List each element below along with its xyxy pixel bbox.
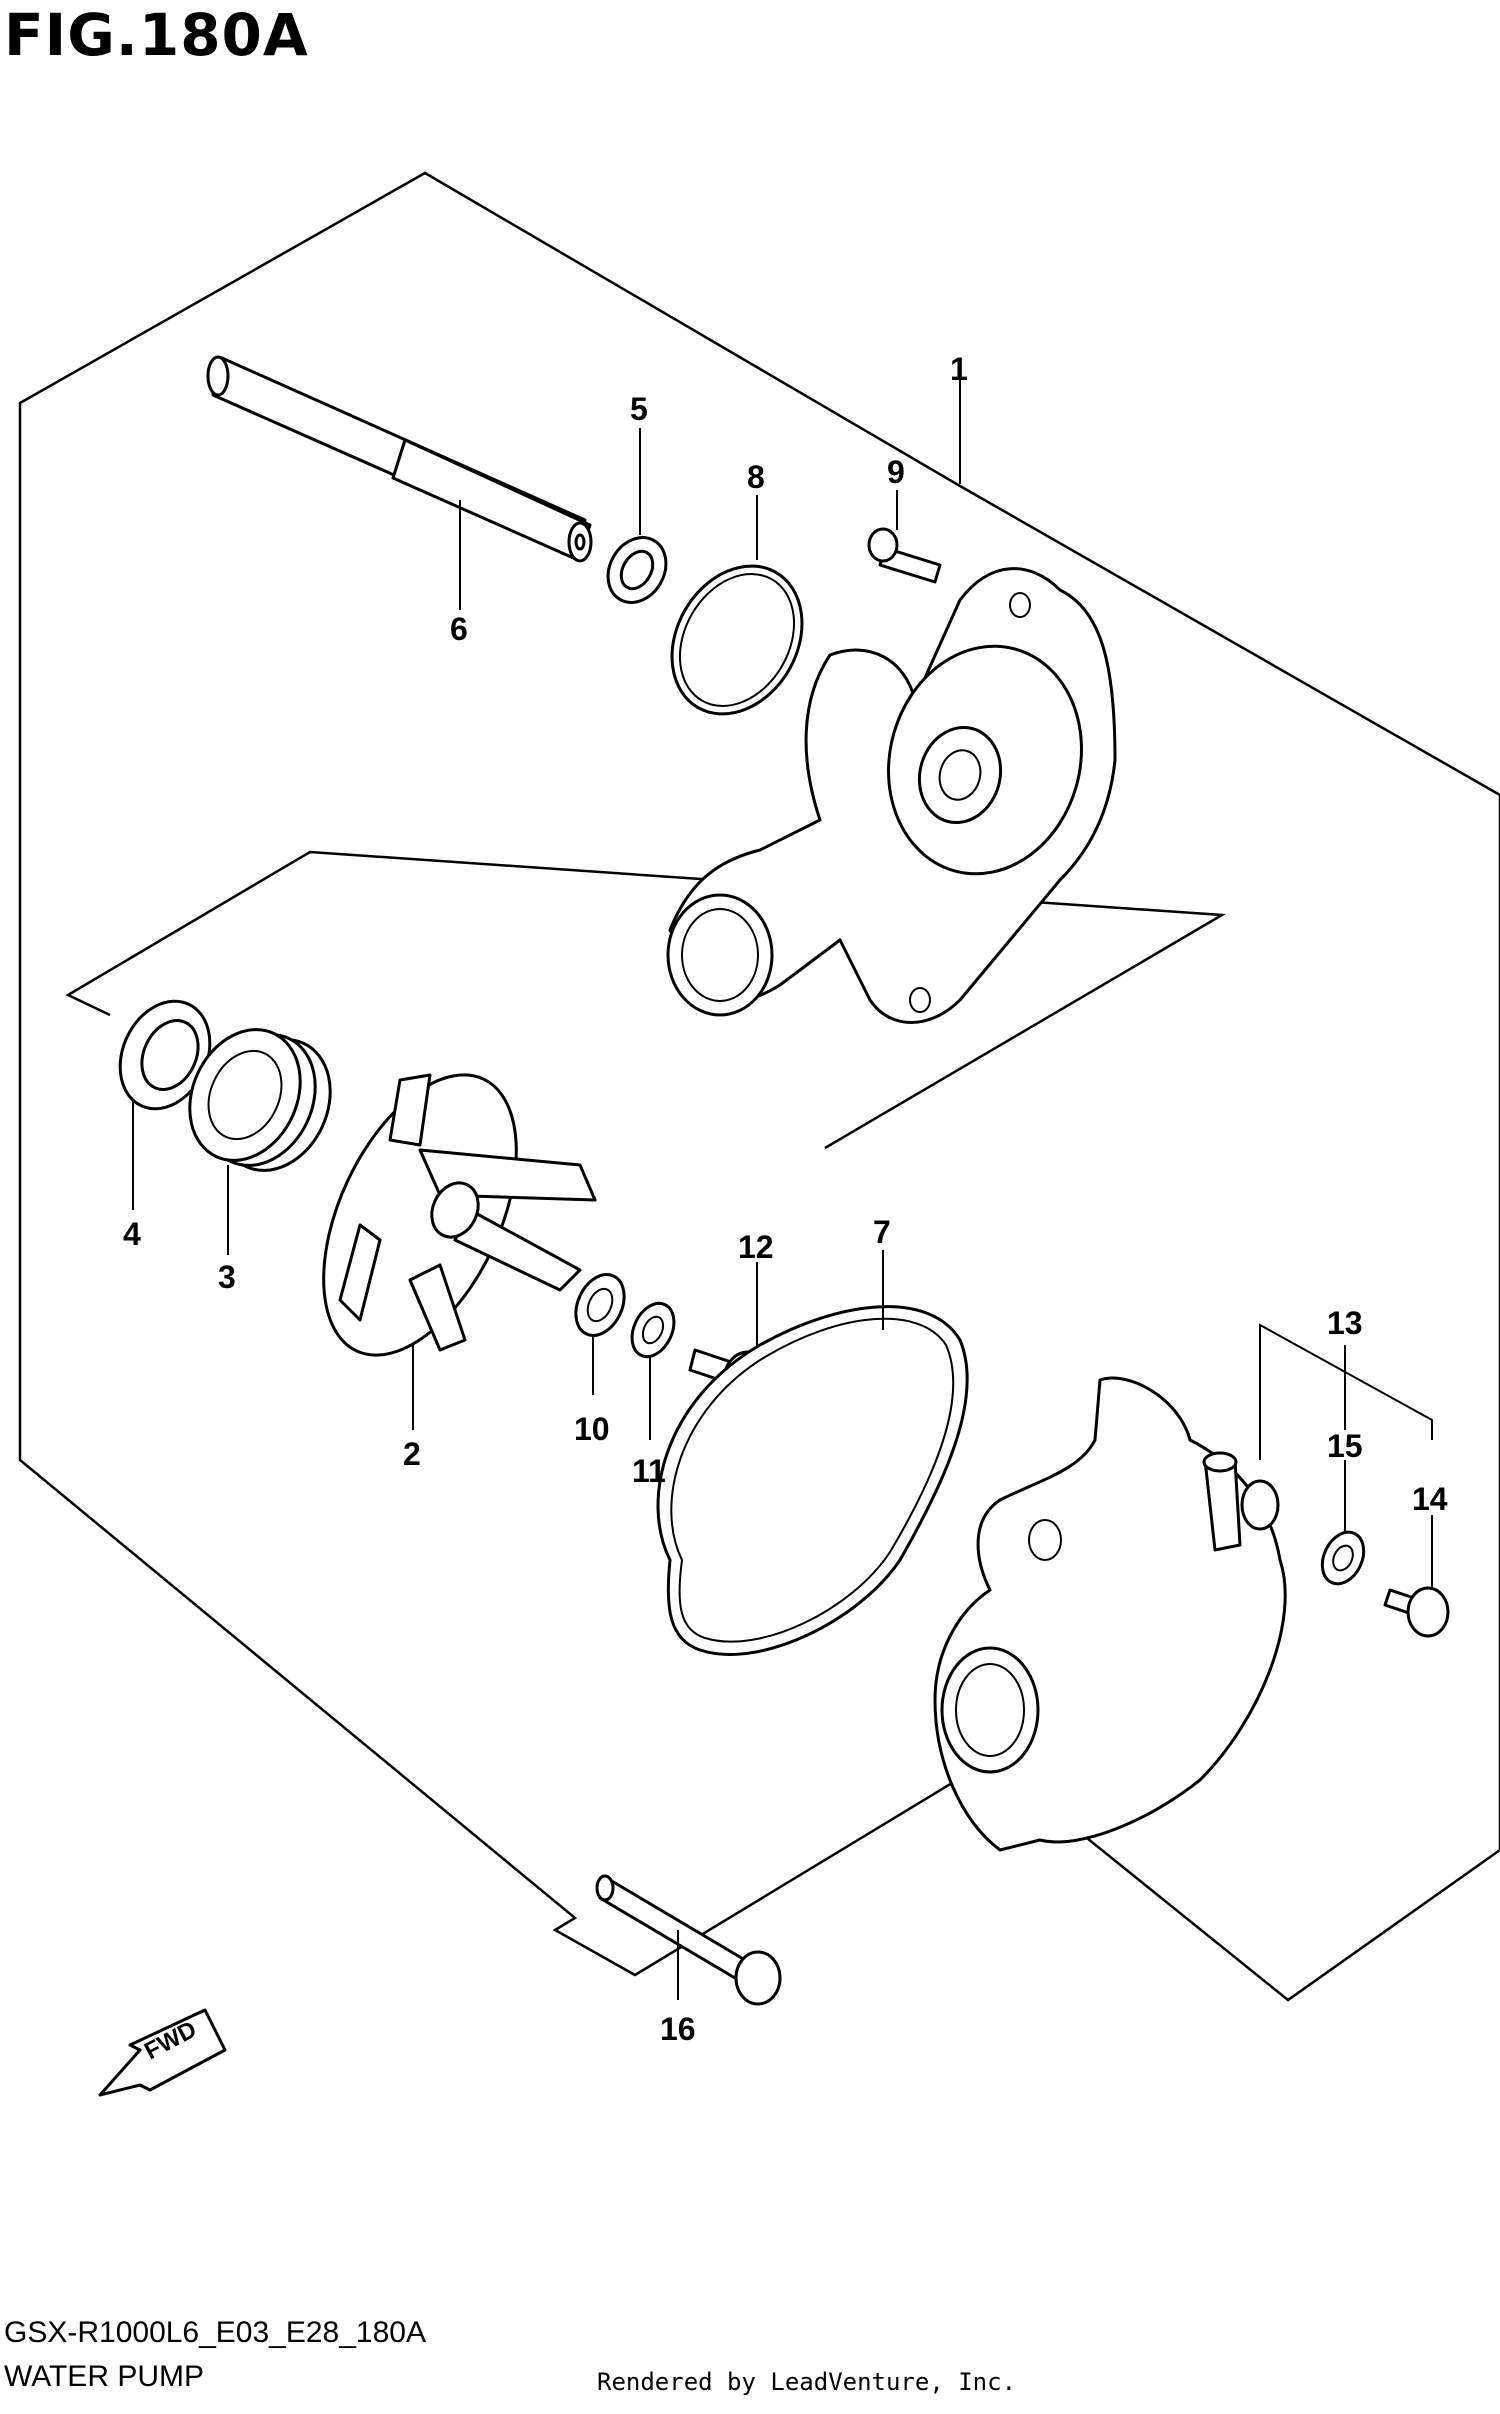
callout-1: 1 xyxy=(950,351,968,387)
figure-title: FIG.180A xyxy=(4,1,309,69)
callout-13: 13 xyxy=(1327,1305,1363,1341)
bolt-part-16[interactable] xyxy=(595,1874,782,2006)
callout-15: 15 xyxy=(1327,1428,1363,1464)
callout-7: 7 xyxy=(873,1214,891,1250)
pump-cover-part[interactable] xyxy=(933,1376,1287,1852)
washer-part-11[interactable] xyxy=(624,1297,682,1364)
callout-2: 2 xyxy=(403,1436,421,1472)
model-code: GSX-R1000L6_E03_E28_180A xyxy=(4,2316,426,2349)
inner-bracket xyxy=(65,850,1227,1150)
callout-14: 14 xyxy=(1412,1481,1448,1517)
bolt-part-14[interactable] xyxy=(1383,1586,1450,1638)
impeller-part[interactable] xyxy=(284,1045,597,1385)
callout-12: 12 xyxy=(738,1229,774,1265)
callout-5: 5 xyxy=(630,391,648,427)
washer-part-10[interactable] xyxy=(567,1267,634,1344)
render-credit: Rendered by LeadVenture, Inc. xyxy=(597,2368,1017,2396)
pump-case-part[interactable] xyxy=(666,567,1117,1024)
part-name: WATER PUMP xyxy=(4,2360,204,2393)
callout-8: 8 xyxy=(747,459,765,495)
callout-6: 6 xyxy=(450,611,468,647)
callout-16: 16 xyxy=(660,2011,696,2047)
callout-11: 11 xyxy=(632,1453,666,1489)
callout-4: 4 xyxy=(123,1216,141,1252)
o-ring-part-8[interactable] xyxy=(646,542,828,737)
gasket-part[interactable] xyxy=(656,1305,969,1656)
fwd-arrow: FWD xyxy=(98,2008,227,2097)
callout-10: 10 xyxy=(574,1411,610,1447)
washer-part-15[interactable] xyxy=(1314,1526,1371,1591)
assembly-bracket xyxy=(18,171,1500,2002)
shaft-part[interactable] xyxy=(206,355,593,563)
callout-9: 9 xyxy=(887,454,905,490)
mechanical-seal-part[interactable] xyxy=(169,1011,351,1188)
bolt-part-9[interactable] xyxy=(867,527,942,584)
callout-3: 3 xyxy=(218,1259,236,1295)
washer-part-5[interactable] xyxy=(597,527,678,613)
